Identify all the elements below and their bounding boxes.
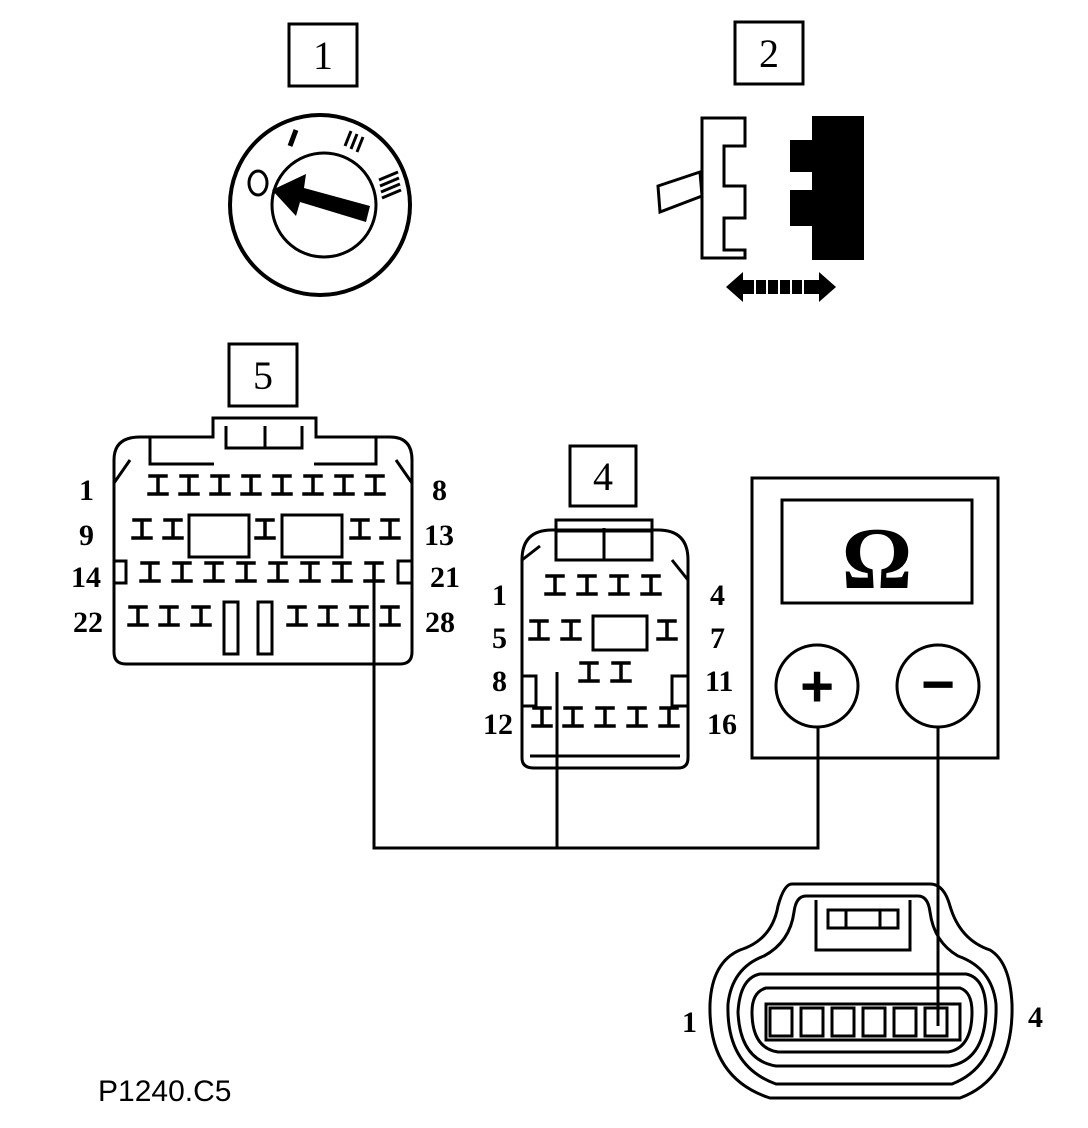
- terminal: [178, 474, 200, 496]
- terminal: [171, 561, 193, 583]
- terminal: [267, 561, 289, 583]
- terminal: [528, 619, 550, 641]
- terminal: [139, 561, 161, 583]
- terminal: [254, 518, 276, 540]
- terminal: [299, 561, 321, 583]
- terminal: [626, 706, 648, 728]
- pin-label-4: 4: [710, 579, 725, 612]
- terminal: [379, 518, 401, 540]
- terminal: [331, 561, 353, 583]
- connector-disconnect-icon: [656, 116, 864, 260]
- terminal: [162, 518, 184, 540]
- terminal: [131, 518, 153, 540]
- terminal: [348, 605, 370, 627]
- terminal: [576, 574, 598, 596]
- plus-lead: [372, 568, 820, 850]
- terminal: [271, 474, 293, 496]
- pin-label-9: 9: [79, 519, 94, 552]
- step-label-box-2: [733, 20, 805, 86]
- terminal: [147, 474, 169, 496]
- ignition-key-icon: [228, 113, 412, 297]
- pin-label-11: 11: [705, 665, 733, 698]
- step-label-1: 1: [313, 33, 333, 78]
- minus-terminal: [895, 643, 981, 729]
- ohmmeter-display: [780, 498, 974, 605]
- terminal: [608, 574, 630, 596]
- minus-icon: −: [921, 652, 955, 717]
- ohm-symbol: Ω: [842, 511, 912, 608]
- pin-label-28: 28: [425, 606, 455, 639]
- connector-16pin: 4 1 4 5 7 8 11 12 16: [483, 444, 737, 770]
- pin-label-16: 16: [707, 708, 737, 741]
- terminal: [656, 619, 678, 641]
- terminal: [333, 474, 355, 496]
- terminal: [235, 561, 257, 583]
- disconnect-step: 2: [656, 20, 864, 302]
- component-connector: 1 4: [682, 882, 1043, 1100]
- step-label-box-4: [568, 444, 638, 508]
- terminal: [127, 605, 149, 627]
- terminal: [640, 574, 662, 596]
- terminal: [349, 518, 371, 540]
- terminal: [240, 474, 262, 496]
- ignition-step: 1: [228, 22, 412, 297]
- terminal: [594, 706, 616, 728]
- terminal-marks: [127, 474, 680, 728]
- terminal: [286, 605, 308, 627]
- step-label-5: 5: [253, 353, 273, 398]
- terminal: [190, 605, 212, 627]
- pin-label-14: 14: [71, 561, 101, 594]
- terminal: [544, 574, 566, 596]
- terminal: [562, 706, 584, 728]
- plus-icon: +: [800, 654, 834, 719]
- terminal: [302, 474, 324, 496]
- pin-label-5: 5: [492, 622, 507, 655]
- pin-label-7: 7: [710, 622, 725, 655]
- step-label-4: 4: [593, 454, 613, 499]
- double-arrow-icon: [726, 272, 836, 302]
- pin-label-21: 21: [430, 561, 460, 594]
- terminal: [658, 706, 680, 728]
- terminal: [209, 474, 231, 496]
- pin-label-8: 8: [492, 665, 507, 698]
- terminal: [531, 706, 553, 728]
- pin-label-1: 1: [682, 1006, 697, 1039]
- terminal: [158, 605, 180, 627]
- terminal: [578, 661, 600, 683]
- step-label-2: 2: [759, 31, 779, 76]
- pin-label-1: 1: [79, 474, 94, 507]
- pin-label-12: 12: [483, 708, 513, 741]
- test-leads: [372, 568, 940, 1026]
- terminal: [379, 605, 401, 627]
- pin-label-22: 22: [73, 606, 103, 639]
- pin-label-1: 1: [492, 579, 507, 612]
- pin-label-4: 4: [1028, 1001, 1043, 1034]
- step-label-box-1: [287, 22, 359, 88]
- pin-label-13: 13: [424, 519, 454, 552]
- terminal: [317, 605, 339, 627]
- step-label-box-5: [227, 342, 299, 408]
- terminal: [560, 619, 582, 641]
- plus-terminal: [774, 643, 860, 729]
- connector-28pin: 5 1 8 9 13 14 21 22 28: [71, 342, 460, 666]
- terminal: [364, 474, 386, 496]
- terminal: [610, 661, 632, 683]
- ohmmeter: Ω + −: [750, 476, 1000, 760]
- reference-code: P1240.C5: [98, 1075, 231, 1108]
- terminal: [203, 561, 225, 583]
- pin-label-8: 8: [432, 474, 447, 507]
